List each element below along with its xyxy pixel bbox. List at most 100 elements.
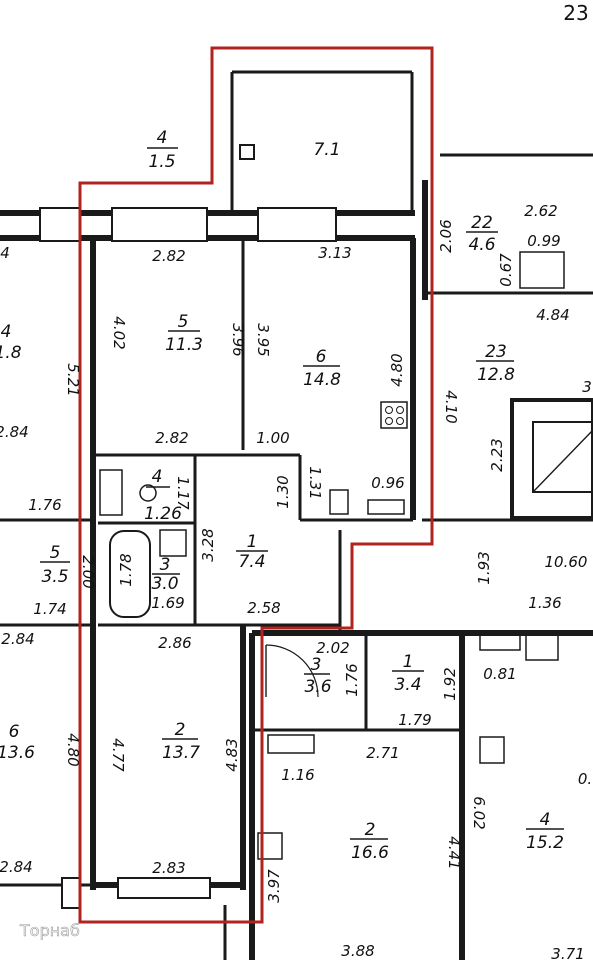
dim-label: 2.00 [79,555,97,588]
dim-label: 2.82 [152,247,185,265]
dim-label: 4 [0,244,10,262]
left4-number: 4 [1,322,12,342]
radiator-r4 [479,633,521,651]
dim-label: 3 [582,378,592,396]
r4-number: 4 [540,810,551,830]
elevator-cabin [532,421,593,493]
windows [39,207,337,909]
door-swing-r3 [265,644,319,698]
window-room6 [257,207,337,242]
wc-number: 4 [152,467,163,487]
dim-label: 4.84 [536,306,569,324]
dim-label: 1.76 [343,663,361,696]
radiator-room6 [367,499,405,515]
dim-label: 4.80 [388,353,406,386]
spacer [104,120,105,121]
wc-toilet [139,484,157,502]
apartment-highlight-outline [78,46,434,924]
burner [396,417,404,425]
stove-room6 [380,401,408,429]
stove-r4 [479,736,505,764]
dim-label: 2.71 [366,744,399,762]
left6-number: 6 [9,722,20,742]
dim-label: 1.30 [274,475,292,508]
dim-label: 1.17 [174,476,192,510]
dimension-labels: 2.82 3.13 4.02 5.21 3.96 3.95 4.80 4.10 … [0,202,592,960]
dim-label: 3.71 [551,945,584,960]
dim-label: 2.62 [524,202,557,220]
dim-label: 1.76 [28,496,61,514]
sink-r4 [525,631,559,661]
burner [385,417,393,425]
dim-label: 2.84 [0,858,33,876]
wc-radiator [99,469,123,516]
dim-label: 3.28 [199,528,217,561]
shower-n22 [519,251,565,289]
burner [396,406,404,414]
dim-label: 1.36 [528,594,561,612]
radiator-r2 [267,734,315,754]
dim-label: 3.96 [229,323,247,356]
dim-label: 2.23 [488,438,506,471]
r1-number: 1 [403,652,414,672]
dim-label: 4.80 [64,733,82,766]
dim-label: 0.96 [371,474,404,492]
dim-label: 1.78 [117,553,135,586]
dim-label: 1.16 [281,766,314,784]
bath-area: 3.0 [151,574,178,594]
dim-label: 2.86 [158,634,191,652]
watermark: Торнаб [19,921,80,940]
elevator-shaft [510,398,593,520]
r1-area: 3.4 [394,675,421,695]
dim-label: 0.67 [497,253,515,287]
fridge-room6 [329,489,349,515]
n22-number: 22 [471,213,493,233]
room2-number: 2 [175,720,186,740]
bath-number: 3 [160,555,171,575]
burner [385,406,393,414]
dim-label: 1.69 [151,594,184,612]
r2-area: 16.6 [351,843,389,863]
dim-label: 0.81 [483,665,516,683]
stove-r2 [257,832,283,860]
dim-label: 2.84 [0,423,29,441]
n22-area: 4.6 [468,235,495,255]
n23-number: 23 [485,342,507,362]
dim-label: 1.92 [441,667,459,700]
dim-label: 5.21 [64,363,82,396]
dim-label: 2.84 [1,630,34,648]
walls [0,70,593,960]
window-room5 [111,207,208,242]
dim-label: 2.83 [152,859,185,877]
window-room2-left [61,877,81,909]
hall-area: 7.4 [238,552,265,572]
loggia-vent [239,144,255,160]
elevator-diagonal [532,429,593,493]
dim-label: 6.02 [470,796,488,829]
room5-area: 11.3 [165,335,203,355]
hall-number: 1 [247,532,258,552]
room6-number: 6 [316,347,327,367]
room-loggia-area: 7.1 [313,140,340,160]
left5-area: 3.5 [41,567,68,587]
dim-label: 1.00 [256,429,289,447]
dim-label: 1.79 [398,711,431,729]
r3-area: 3.6 [304,677,331,697]
dim-label: 10.60 [545,553,588,571]
window-room2 [117,877,211,899]
dim-label: 1.74 [33,600,66,618]
r2-number: 2 [365,820,376,840]
dim-label: 4.10 [442,390,460,423]
room6-area: 14.8 [303,370,341,390]
room-balcony-area: 1.5 [148,152,175,172]
dim-label: 4.83 [223,738,241,771]
dim-label: 3.95 [254,323,272,356]
room-labels: 4 1.5 7.1 5 11.3 6 14.8 4 1.26 3 3.0 1 7… [0,128,564,863]
r4-area: 15.2 [526,833,564,853]
dim-label: 2.58 [247,599,280,617]
bath-sink [159,529,187,557]
dim-label: 2.02 [316,639,349,657]
dim-label: 4.77 [109,738,127,772]
fixtures [99,120,565,860]
